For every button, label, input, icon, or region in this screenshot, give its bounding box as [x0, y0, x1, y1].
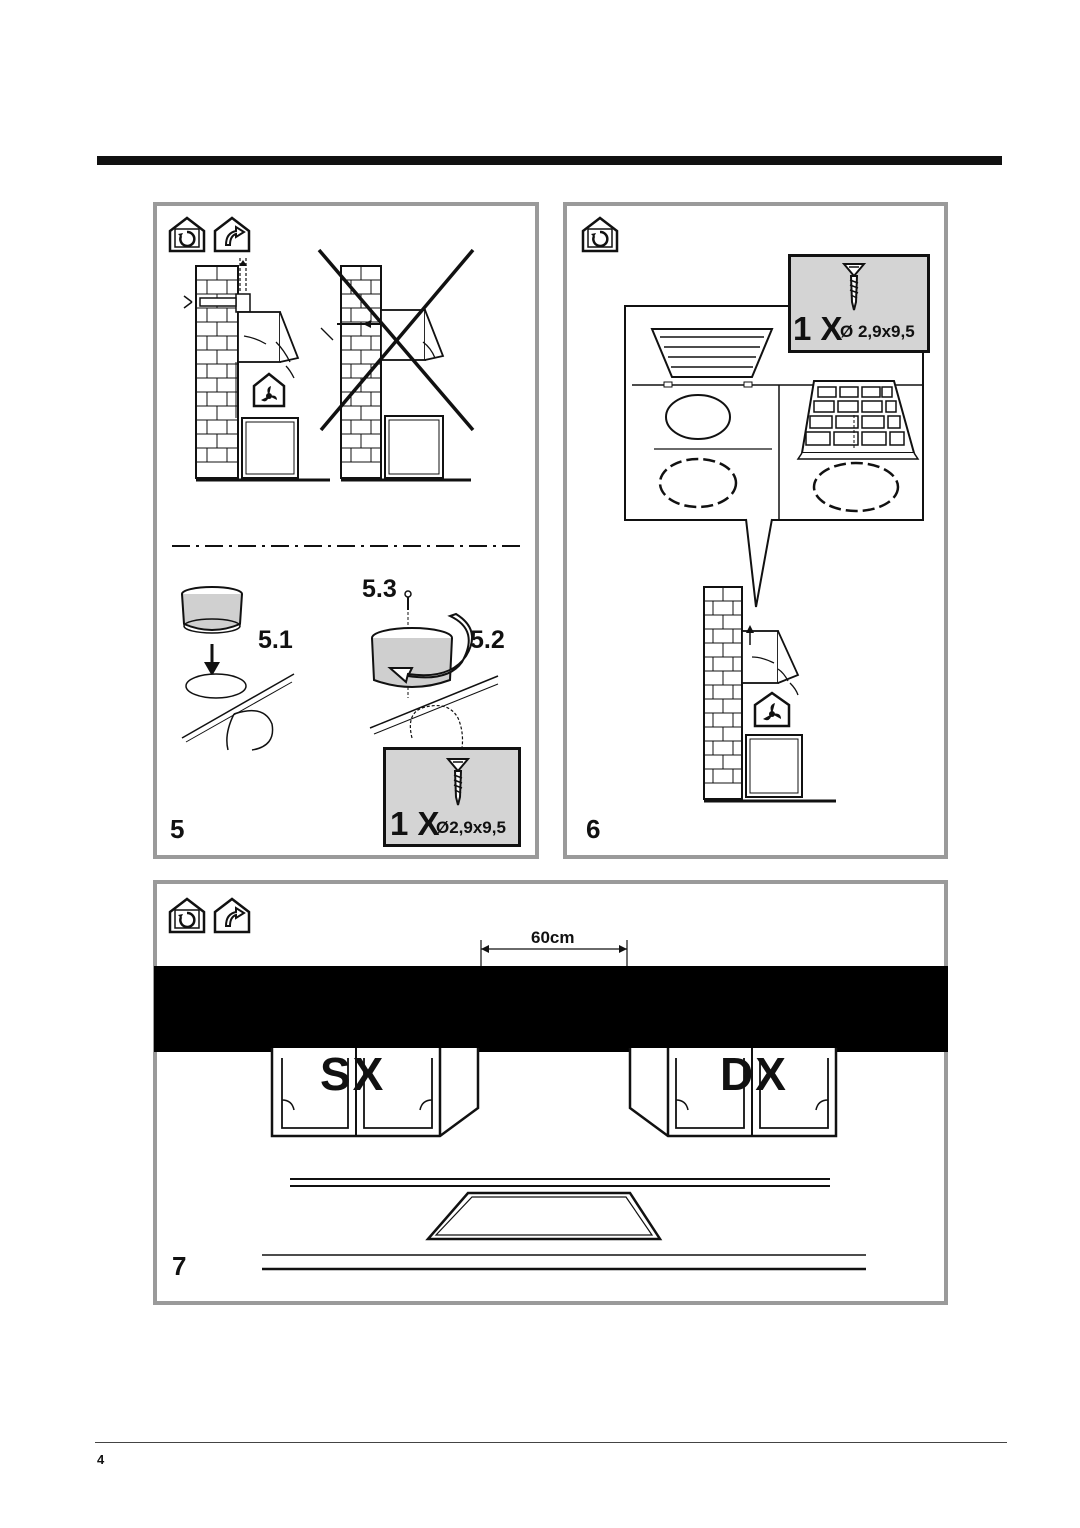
step-label-5-2: 5.2: [470, 626, 505, 654]
figure-number-6: 6: [586, 814, 601, 844]
figure-number-7: 7: [172, 1251, 187, 1281]
step-5-2-drawing: [369, 590, 499, 749]
header-rule: [97, 156, 1002, 165]
hood-installation-incorrect: [317, 248, 475, 482]
cabinet-right: [628, 1048, 838, 1138]
cabinet-left-label: SX: [320, 1048, 386, 1100]
section-separator: [172, 545, 524, 547]
screw-icon: [841, 263, 867, 311]
hood-and-cooktop: [262, 1178, 866, 1271]
step-label-5-3: 5.3: [362, 575, 397, 603]
hood-recirculation-scene: [703, 586, 836, 803]
screw-count-fig5: 1 X: [390, 805, 440, 842]
dimension-line: [480, 940, 628, 968]
fan-house-icon: [753, 691, 791, 728]
redaction-band: [154, 966, 948, 1052]
step-5-1-drawing: [181, 586, 295, 751]
filter-detail-callout: [624, 305, 924, 608]
figure-number-5: 5: [170, 814, 185, 844]
recirculation-house-icon: [581, 216, 619, 253]
ducted-exhaust-house-icon: [213, 216, 251, 253]
hood-installation-correct: [183, 258, 330, 482]
footer-rule: [95, 1442, 1007, 1443]
recirculation-house-icon: [168, 897, 206, 934]
fan-house-icon: [252, 372, 286, 408]
recirculation-house-icon: [168, 216, 206, 253]
screw-spec-fig6: Ø 2,9x9,5: [840, 322, 915, 341]
dimension-label-60cm: 60cm: [531, 928, 575, 947]
screw-icon: [445, 758, 471, 806]
screw-spec-box-fig5: [383, 747, 521, 847]
screw-count-fig6: 1 X: [793, 310, 843, 347]
step-label-5-1: 5.1: [258, 626, 293, 654]
page-number: 4: [97, 1452, 105, 1467]
ducted-exhaust-house-icon: [213, 897, 251, 934]
screw-spec-fig5: Ø2,9x9,5: [436, 818, 506, 837]
cabinet-right-label: DX: [720, 1048, 788, 1100]
cabinet-left: [270, 1048, 480, 1138]
